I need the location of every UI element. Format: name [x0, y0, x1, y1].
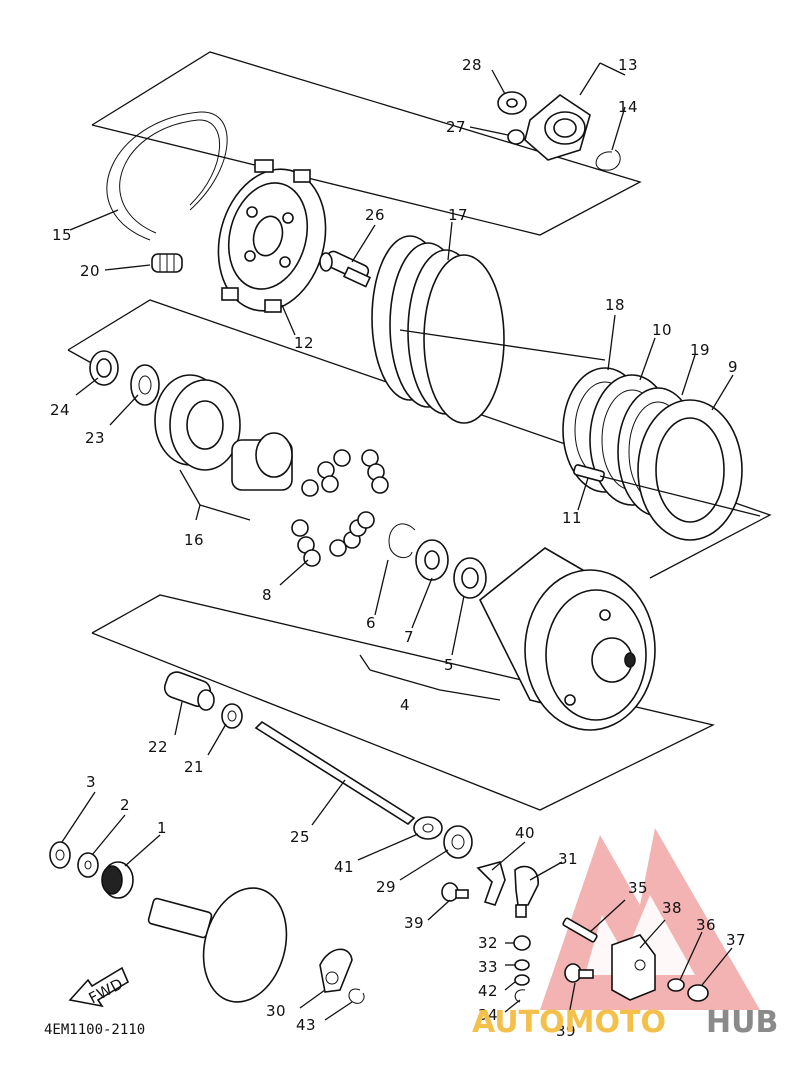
- callout-25: 25: [290, 828, 310, 846]
- watermark-text: AUTOMOTO HUB: [472, 1005, 778, 1040]
- callout-30: 30: [266, 1002, 286, 1020]
- callout-21: 21: [184, 758, 204, 776]
- part-40-plate: [476, 861, 506, 906]
- part-43-circlip: [348, 988, 365, 1004]
- watermark-text-part1: AUTOMOTO: [472, 1005, 666, 1040]
- callout-38: 38: [662, 899, 682, 917]
- callout-16: 16: [184, 531, 204, 549]
- callout-18: 18: [605, 296, 625, 314]
- callout-26: 26: [365, 206, 385, 224]
- callout-4: 4: [400, 696, 410, 714]
- callout-24: 24: [50, 401, 70, 419]
- callout-19: 19: [690, 341, 710, 359]
- callout-1: 1: [157, 819, 167, 837]
- part-23-lock-washer: [130, 364, 160, 406]
- callout-6: 6: [366, 614, 376, 632]
- callout-7: 7: [404, 628, 414, 646]
- part-14-circlip: [595, 149, 621, 171]
- part-12-pressure-plate: [217, 159, 327, 313]
- part-9-plate: [637, 399, 743, 541]
- part-6-circlip: [388, 523, 416, 558]
- part-8-balls: [291, 449, 389, 567]
- part-15-circlip: [106, 111, 228, 241]
- callout-27: 27: [446, 118, 466, 136]
- part-13-bearing-housing: [524, 94, 591, 161]
- part-2-washer: [77, 852, 99, 878]
- part-36-washer: [667, 978, 685, 992]
- callout-20: 20: [80, 262, 100, 280]
- part-39-bolt-lower: [564, 963, 594, 983]
- callout-14: 14: [618, 98, 638, 116]
- callout-36: 36: [696, 916, 716, 934]
- part-24-nut: [89, 350, 119, 386]
- part-21-washer: [221, 703, 243, 729]
- leader-lines: [61, 62, 734, 1021]
- part-38-bracket: [611, 934, 656, 1001]
- part-42-washer: [514, 974, 530, 986]
- callout-labels: 28 13 14 27 15 26 17 20 12 18 10 19 9 24…: [50, 56, 746, 1040]
- callout-33: 33: [478, 958, 498, 976]
- part-7-washer: [415, 539, 449, 581]
- callout-17: 17: [448, 206, 468, 224]
- part-28-bearing: [497, 91, 527, 115]
- part-3-nut: [49, 841, 71, 869]
- callout-3: 3: [86, 773, 96, 791]
- callout-10: 10: [652, 321, 672, 339]
- callout-2: 2: [120, 796, 130, 814]
- watermark-text-part2: HUB: [706, 1005, 778, 1040]
- part-1-gear: [101, 861, 134, 899]
- callout-40: 40: [515, 824, 535, 842]
- part-31-bracket: [514, 865, 539, 918]
- push-lever-assembly: [147, 887, 288, 1003]
- part-29-bearing: [443, 825, 473, 859]
- callout-34: 34: [478, 1006, 498, 1024]
- callout-32: 32: [478, 934, 498, 952]
- callout-5: 5: [444, 656, 454, 674]
- callout-31: 31: [558, 850, 578, 868]
- part-22-push-rod-end: [163, 671, 215, 711]
- part-16-clutch-boss: [154, 374, 293, 491]
- callout-22: 22: [148, 738, 168, 756]
- part-26-push-rod: [319, 250, 372, 288]
- callout-13: 13: [618, 56, 638, 74]
- part-17-clutch-plates: [371, 235, 606, 424]
- part-39-bolt-upper: [441, 882, 469, 902]
- part-41-washer: [413, 816, 443, 840]
- part-30-lever: [319, 948, 353, 993]
- part-5-bearing: [453, 557, 487, 599]
- callout-9: 9: [728, 358, 738, 376]
- part-27-bolt: [507, 129, 525, 145]
- part-33-washer: [514, 959, 530, 971]
- callout-41: 41: [334, 858, 354, 876]
- callout-35: 35: [628, 879, 648, 897]
- callout-42: 42: [478, 982, 498, 1000]
- callout-29: 29: [376, 878, 396, 896]
- part-25-push-rod: [254, 720, 416, 826]
- part-20-spring: [151, 253, 183, 273]
- part-37-nut: [687, 984, 709, 1002]
- callout-15: 15: [52, 226, 72, 244]
- callout-8: 8: [262, 586, 272, 604]
- part-4-clutch-housing: [478, 547, 656, 731]
- callout-11: 11: [562, 509, 582, 527]
- part-32-nut: [513, 935, 531, 951]
- callout-37: 37: [726, 931, 746, 949]
- callout-28: 28: [462, 56, 482, 74]
- callout-23: 23: [85, 429, 105, 447]
- callout-39-lower: 39: [556, 1022, 576, 1040]
- part-35-bolt: [562, 917, 598, 943]
- callout-39-upper: 39: [404, 914, 424, 932]
- diagram-code: 4EM1100-2110: [44, 1022, 145, 1038]
- forward-direction-arrow: FWD: [68, 966, 130, 1007]
- callout-43: 43: [296, 1016, 316, 1034]
- callout-12: 12: [294, 334, 314, 352]
